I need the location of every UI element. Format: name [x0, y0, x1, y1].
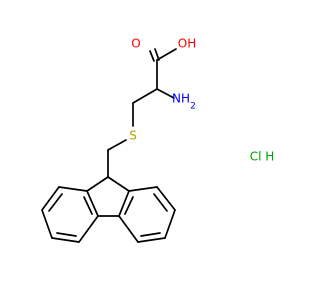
right-ring-bond-3 — [164, 209, 176, 239]
bond-alpha-to-beta — [132, 88, 158, 104]
hydrochloride-label: Cl H — [250, 150, 275, 164]
left-ring-bond-5 — [78, 215, 99, 243]
hydroxyl-label: OH — [178, 37, 196, 51]
bond-c9-right — [107, 176, 130, 192]
bond-lines — [41, 48, 177, 243]
sulfur-label: S — [129, 129, 137, 143]
bond-five-ring-left — [86, 190, 99, 217]
left-ring-bond-1 — [58, 186, 88, 192]
molecule-diagram: O OH NH 2 S Cl H — [41, 36, 275, 243]
amine-subscript: 2 — [190, 102, 196, 112]
amine-label: NH — [172, 92, 190, 106]
left-ring-inner-3 — [83, 196, 93, 215]
molecule-structure: O OH NH 2 S Cl H — [41, 37, 275, 243]
right-ring-bond-2 — [156, 186, 176, 211]
bond-c9-left — [86, 176, 109, 192]
left-ring-inner-1 — [48, 193, 63, 212]
oxygen-label: O — [131, 37, 140, 51]
bond-alpha-to-nh2 — [156, 88, 175, 99]
bond-carboxyl-c-oh — [156, 48, 177, 61]
left-ring-inner-2 — [56, 232, 77, 237]
right-ring-inner-3 — [124, 196, 134, 215]
right-ring-bond-1 — [128, 186, 158, 192]
bond-five-ring-right — [118, 190, 130, 217]
left-ring-bond-3 — [41, 209, 53, 239]
left-ring-bond-2 — [41, 186, 60, 211]
bond-s-to-ch2 — [107, 139, 127, 151]
right-ring-inner-2 — [140, 232, 161, 237]
bond-carboxyl-c-o-1 — [149, 50, 155, 62]
left-ring-bond-4 — [51, 237, 80, 243]
bond-carboxyl-c-o-2 — [154, 48, 160, 61]
right-ring-bond-4 — [137, 237, 166, 243]
right-ring-bond-5 — [118, 215, 139, 243]
right-ring-inner-1 — [153, 193, 168, 212]
